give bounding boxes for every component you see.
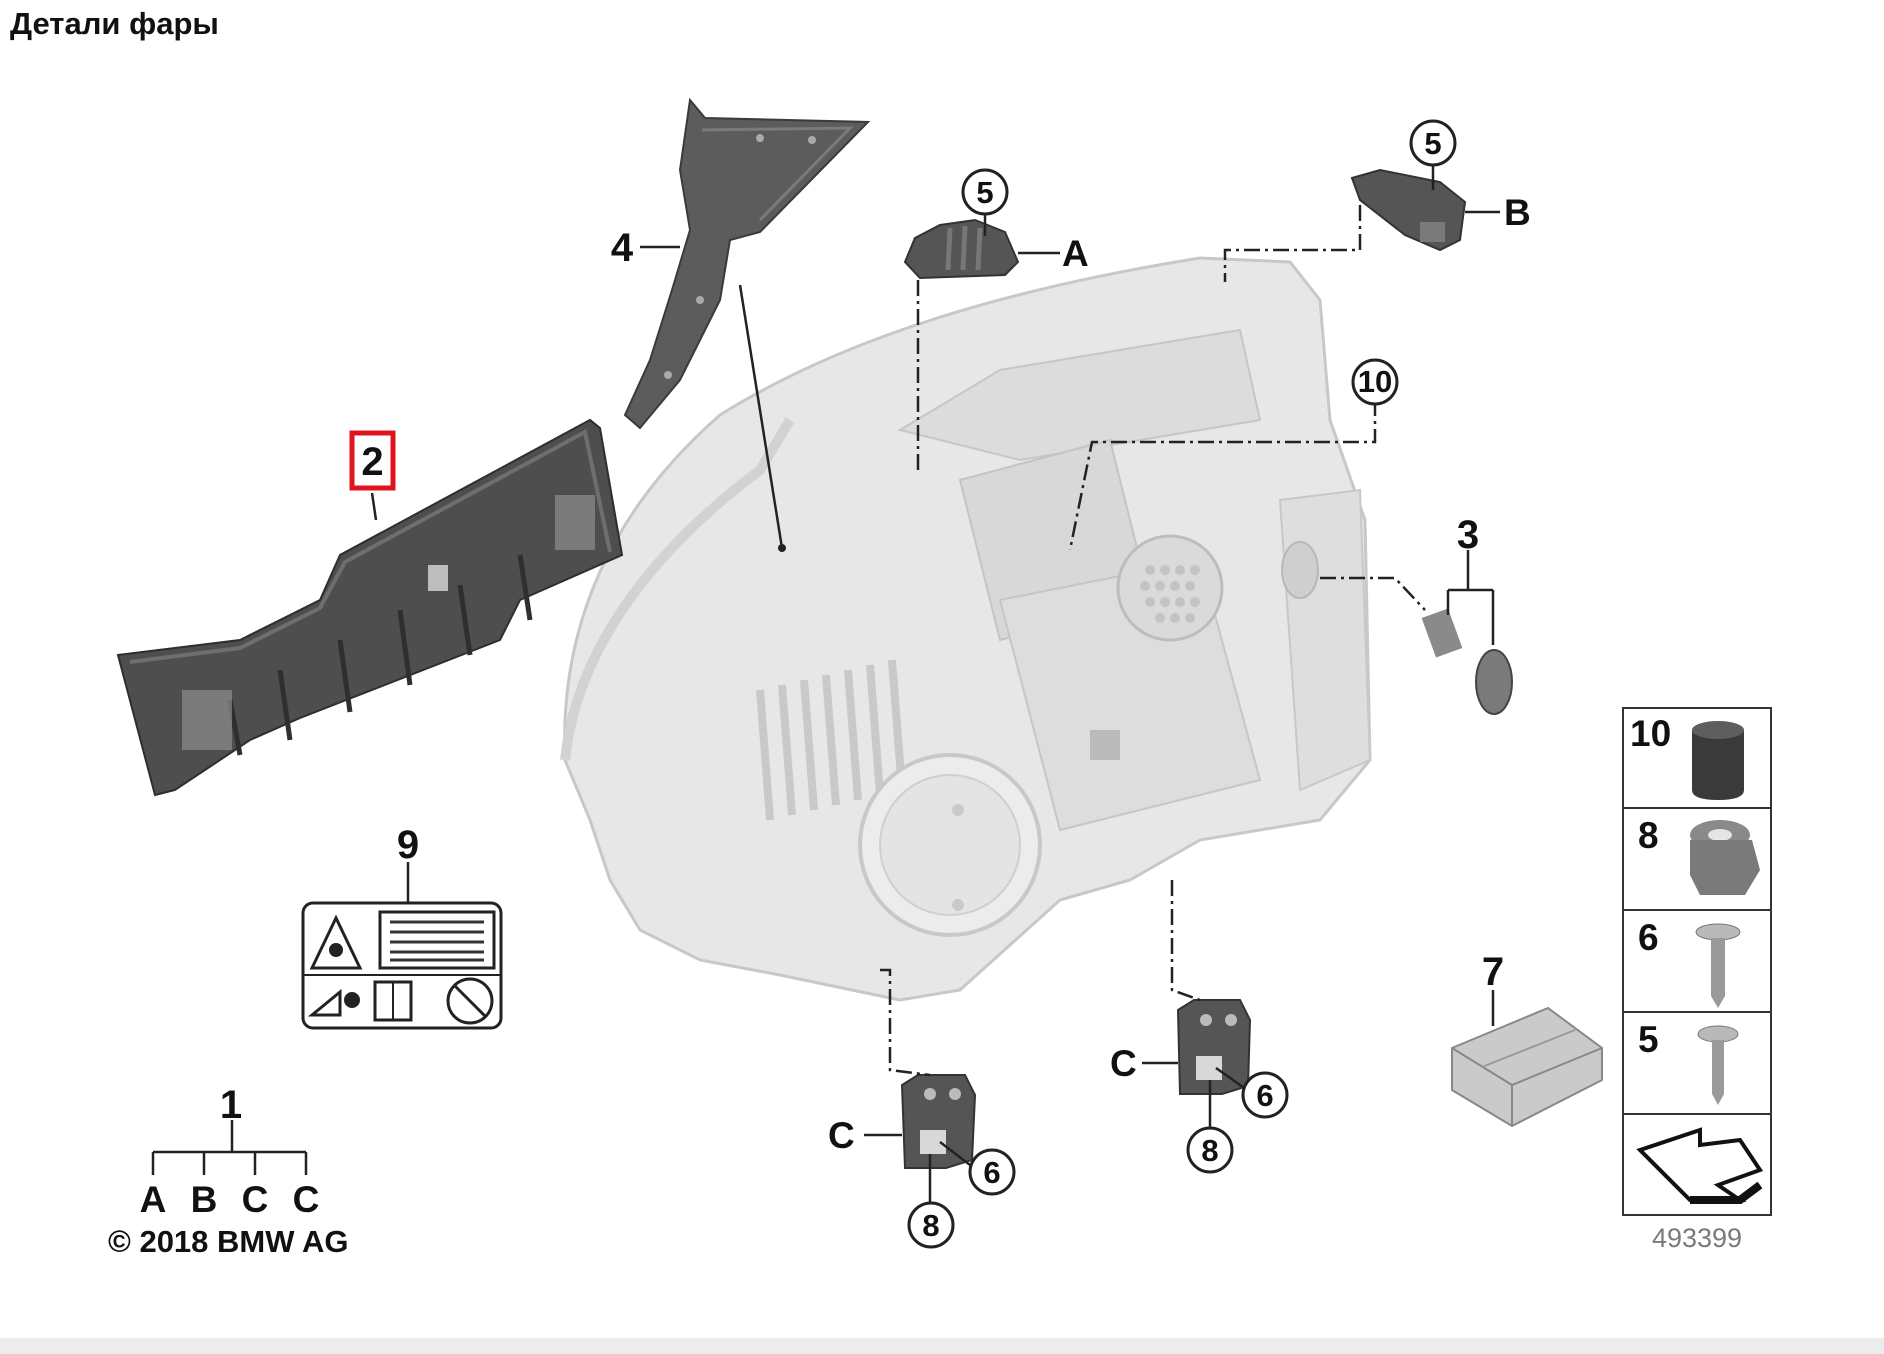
grommet-icon (1692, 721, 1744, 800)
letter-b: B (1504, 192, 1531, 233)
callout-5-b: 5 (1424, 126, 1441, 161)
part-5-connector-a (903, 218, 1020, 280)
letter-a: A (1062, 233, 1089, 274)
part-9-warning-label (301, 901, 503, 1030)
part-label-1: 1 (220, 1083, 242, 1127)
letter-c-right: C (1110, 1043, 1137, 1084)
set-letter-4: C (293, 1179, 320, 1220)
bracket-c-right (1176, 999, 1252, 1095)
part-5-connector-b (1350, 168, 1467, 252)
copyright-text: © 2018 BMW AG (108, 1224, 348, 1259)
bracket-c-left (900, 1074, 977, 1169)
callout-5-a: 5 (976, 175, 993, 210)
part-label-4: 4 (611, 226, 634, 270)
part-label-7: 7 (1482, 950, 1504, 994)
set-letter-1: A (140, 1179, 167, 1220)
part-7-box (1451, 1006, 1603, 1128)
highlight-box-2 (349, 430, 396, 491)
legend-label-10: 10 (1630, 713, 1671, 754)
callout-8-left: 8 (922, 1208, 939, 1243)
set-letter-2: B (191, 1179, 218, 1220)
clip-nut-icon (1690, 820, 1760, 895)
part-4-bracket (623, 97, 871, 430)
page-title: Детали фары (10, 6, 219, 41)
part-2-cover (116, 418, 624, 797)
part-3-bulb (1421, 608, 1513, 715)
set-letter-3: C (242, 1179, 269, 1220)
headlight-housing (560, 256, 1372, 1002)
screw-6-icon (1695, 923, 1741, 1008)
leader-lines (151, 165, 1500, 1205)
part-label-3: 3 (1457, 513, 1479, 557)
callout-6-right: 6 (1256, 1078, 1273, 1113)
reference-number: 493399 (1652, 1223, 1742, 1253)
callout-10: 10 (1358, 364, 1392, 399)
callout-6-left: 6 (983, 1155, 1000, 1190)
legend-label-5: 5 (1638, 1019, 1659, 1060)
callout-8-right: 8 (1201, 1133, 1218, 1168)
legend-label-8: 8 (1638, 815, 1659, 856)
part-label-2: 2 (361, 440, 383, 484)
direction-arrow-icon (1636, 1127, 1764, 1204)
bottom-bar (0, 1338, 1884, 1354)
legend-label-6: 6 (1638, 917, 1659, 958)
screw-5-icon (1697, 1025, 1739, 1105)
letter-c-left: C (828, 1115, 855, 1156)
legend-table: 10 8 6 5 (1622, 707, 1772, 1216)
part-label-9: 9 (397, 823, 419, 867)
